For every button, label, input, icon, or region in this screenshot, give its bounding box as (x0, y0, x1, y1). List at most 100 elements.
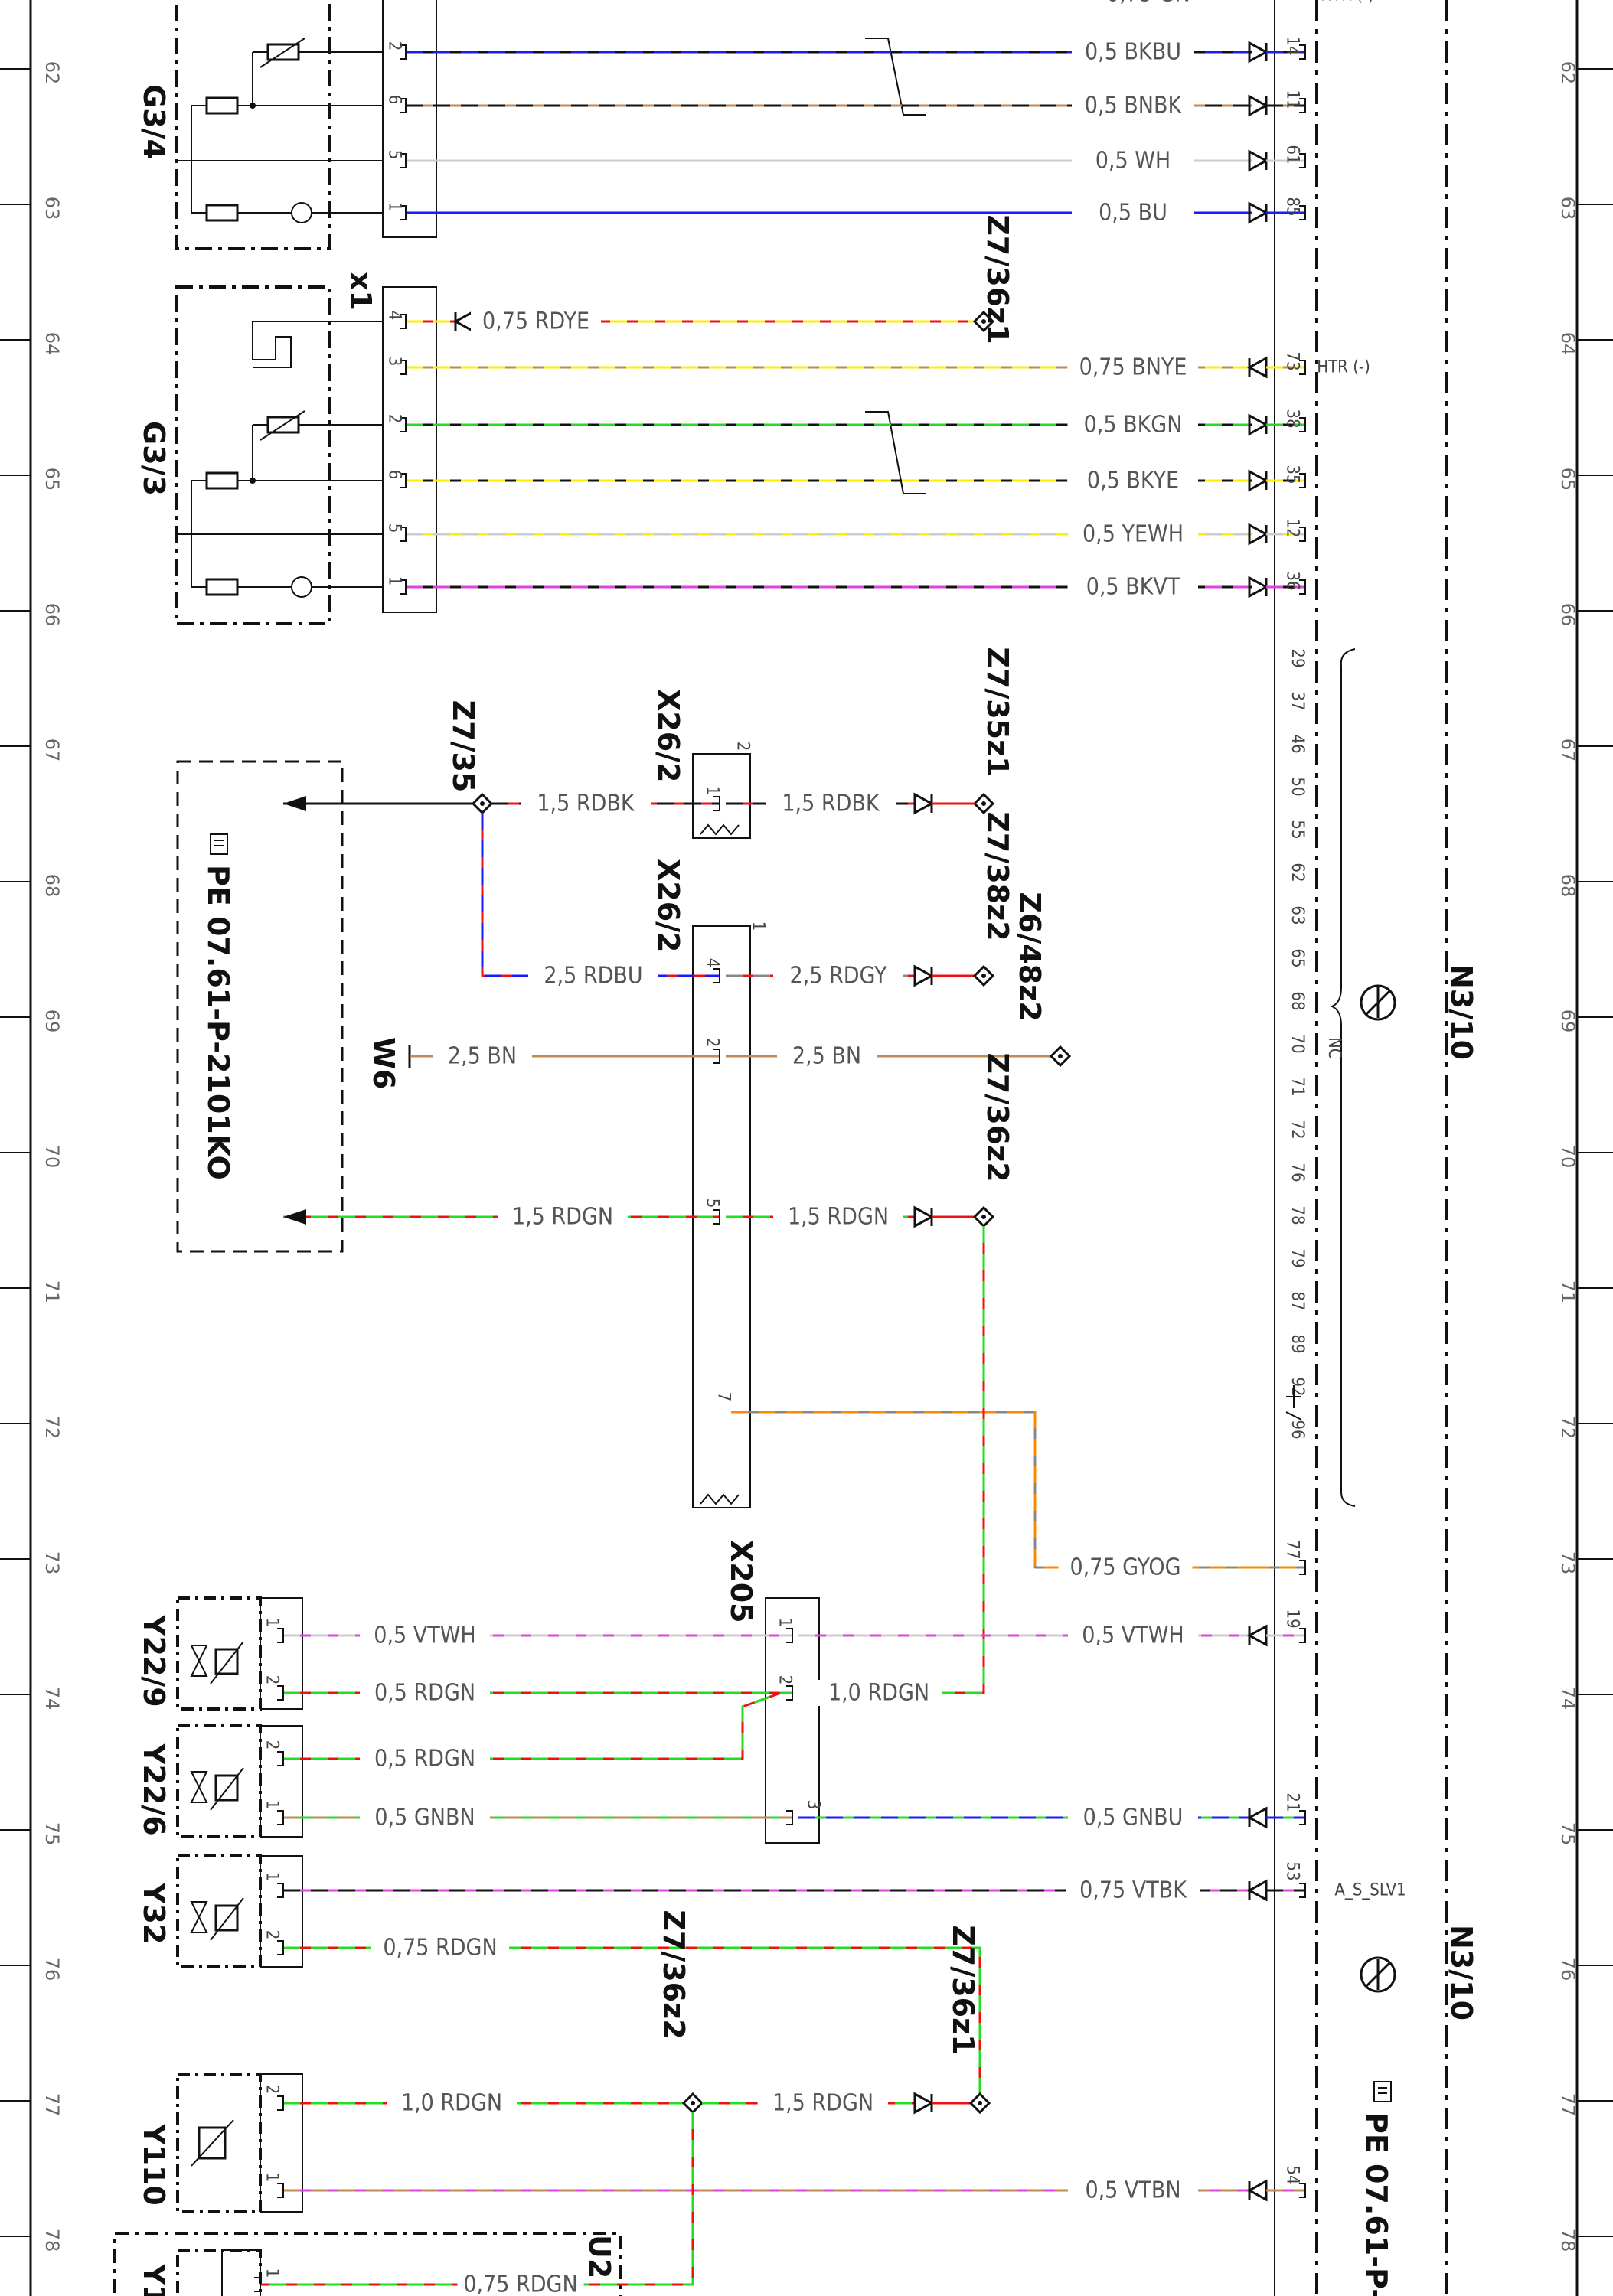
nc-label: NC (1324, 1037, 1344, 1059)
pin-number: 2 (263, 1675, 282, 1685)
pin-n3 (1299, 2183, 1306, 2198)
nc-pin: 92 (1288, 1377, 1307, 1396)
wire-label: 0,5 BKGN (1084, 412, 1183, 439)
pin-x205 (786, 1628, 793, 1643)
pe-reference-2: PE 07.61-P- (1360, 2112, 1393, 2296)
arrow-right (1248, 201, 1269, 224)
wire-rdgn-u2 (260, 2112, 694, 2286)
wire-label: 1,5 RDGN (788, 1204, 889, 1231)
pin-x205 (786, 1685, 793, 1701)
wire-label: 0,75 RDGN (383, 1935, 497, 1962)
y110-sensor: Y110 (137, 2073, 303, 2213)
x26-2-label-b: X26/2 (651, 859, 685, 953)
pin-number: 2 (733, 742, 753, 752)
pin-y22-6 (277, 1810, 284, 1825)
grid-number-left: 75 (41, 1822, 63, 1846)
wire-label: 0,75 BNYE (1079, 354, 1187, 381)
nc-pin: 89 (1288, 1334, 1307, 1353)
grid-number-left: 68 (41, 874, 63, 898)
wire-rdgn-y226 (283, 1691, 782, 1760)
pin-number: 6 (385, 95, 404, 105)
nc-pin: 78 (1288, 1205, 1307, 1225)
nc-pin: 65 (1288, 948, 1307, 967)
pin-g33 (400, 527, 407, 542)
pin-n3 (1299, 1560, 1306, 1575)
grid-number-left: 76 (41, 1958, 63, 1981)
nc-pin: 68 (1288, 991, 1307, 1010)
pin-number: 1 (749, 921, 768, 931)
x1-label: x1 (344, 272, 377, 311)
pin-number: 7 (714, 1392, 733, 1402)
grid-number-right: 62 (1557, 61, 1579, 85)
pin-number: 1 (385, 202, 404, 212)
pin-number: 1 (385, 576, 404, 586)
pin-number: 12 (1283, 518, 1302, 537)
grid-number-right: 69 (1557, 1009, 1579, 1033)
arrow-left (1246, 1624, 1268, 1647)
g3-4-sensor: G3/4 (137, 0, 437, 250)
splice-label: Z7/38z2 (981, 811, 1014, 941)
pin-n3 (1299, 1628, 1306, 1643)
grid-number-left: 66 (41, 603, 63, 627)
arrow-right (1248, 94, 1269, 117)
signal-label: HTR (-) (1321, 0, 1374, 5)
g3-4-label: G3/4 (137, 84, 171, 159)
grid-number-right: 77 (1557, 2093, 1579, 2117)
pin-g34 (400, 205, 407, 220)
pe-reference-box (176, 760, 344, 1253)
arrow-right (1248, 413, 1269, 436)
grid-number-right: 70 (1557, 1145, 1579, 1169)
pin-number: 61 (1283, 145, 1302, 164)
arrow-right (1248, 41, 1269, 64)
pin-number: 5 (703, 1199, 722, 1208)
wire-label: 0,5 BU (1099, 200, 1167, 227)
wire-label: 0,5 YEWH (1082, 521, 1184, 548)
wire-label: 0,75 VTBK (1079, 1877, 1187, 1904)
transistor-icon-2 (1360, 1956, 1396, 1993)
pin-y32 (277, 1883, 284, 1898)
u2-label: U2 (583, 2235, 616, 2278)
pin-number: 1 (775, 1618, 795, 1628)
transistor-icon-1 (1360, 984, 1396, 1021)
nc-pin: 63 (1288, 905, 1307, 925)
x205-connector: X205 (724, 1540, 820, 1844)
pin-n3 (1299, 98, 1306, 113)
pin-y22-6 (277, 1751, 284, 1766)
grid-number-left: 67 (41, 739, 63, 762)
grid-number-right: 78 (1557, 2229, 1579, 2252)
pin-g33 (400, 360, 407, 375)
pe-reference-1: PE 07.61-P-2101KO (201, 865, 235, 1180)
w6-label: W6 (367, 1037, 400, 1089)
grid-number-right: 66 (1557, 603, 1579, 627)
wire-label: 2,5 BN (448, 1043, 517, 1070)
nc-pin: 79 (1288, 1248, 1307, 1267)
pin-n3 (1299, 527, 1306, 542)
pe-ref-icon-2 (1373, 2081, 1392, 2102)
crossover-marks (865, 38, 926, 494)
pin-number: 19 (1283, 1609, 1302, 1628)
pin-number: 5 (385, 150, 404, 160)
pin-number: 2 (385, 414, 404, 424)
grid-number-left: 72 (41, 1416, 63, 1440)
n3-10-label-1: N3/10 (1445, 964, 1478, 1060)
pin-number: 1 (703, 786, 722, 796)
grid-number-left: 62 (41, 61, 63, 85)
pin-y110 (277, 2095, 284, 2111)
grid-number-left: 74 (41, 1687, 63, 1711)
pin-number: 2 (775, 1675, 795, 1685)
u2-y1-module: U2 Y1 (113, 2232, 622, 2296)
y1-label: Y1 (137, 2263, 171, 2296)
y22-6-valve: Y22/6 (137, 1724, 303, 1838)
pin-number: 77 (1283, 1540, 1302, 1559)
nc-pin: 72 (1288, 1120, 1307, 1139)
pin-n3 (1299, 1810, 1306, 1825)
pin-number: 11 (1283, 90, 1302, 109)
pin-number: 6 (385, 470, 404, 480)
grid-number-right: 73 (1557, 1551, 1579, 1575)
pin-number: 1 (263, 2268, 282, 2278)
wire-label: 2,5 RDBU (544, 963, 642, 990)
pin-number: 1 (263, 1800, 282, 1810)
wire-label: 0,5 WH (1095, 148, 1171, 174)
